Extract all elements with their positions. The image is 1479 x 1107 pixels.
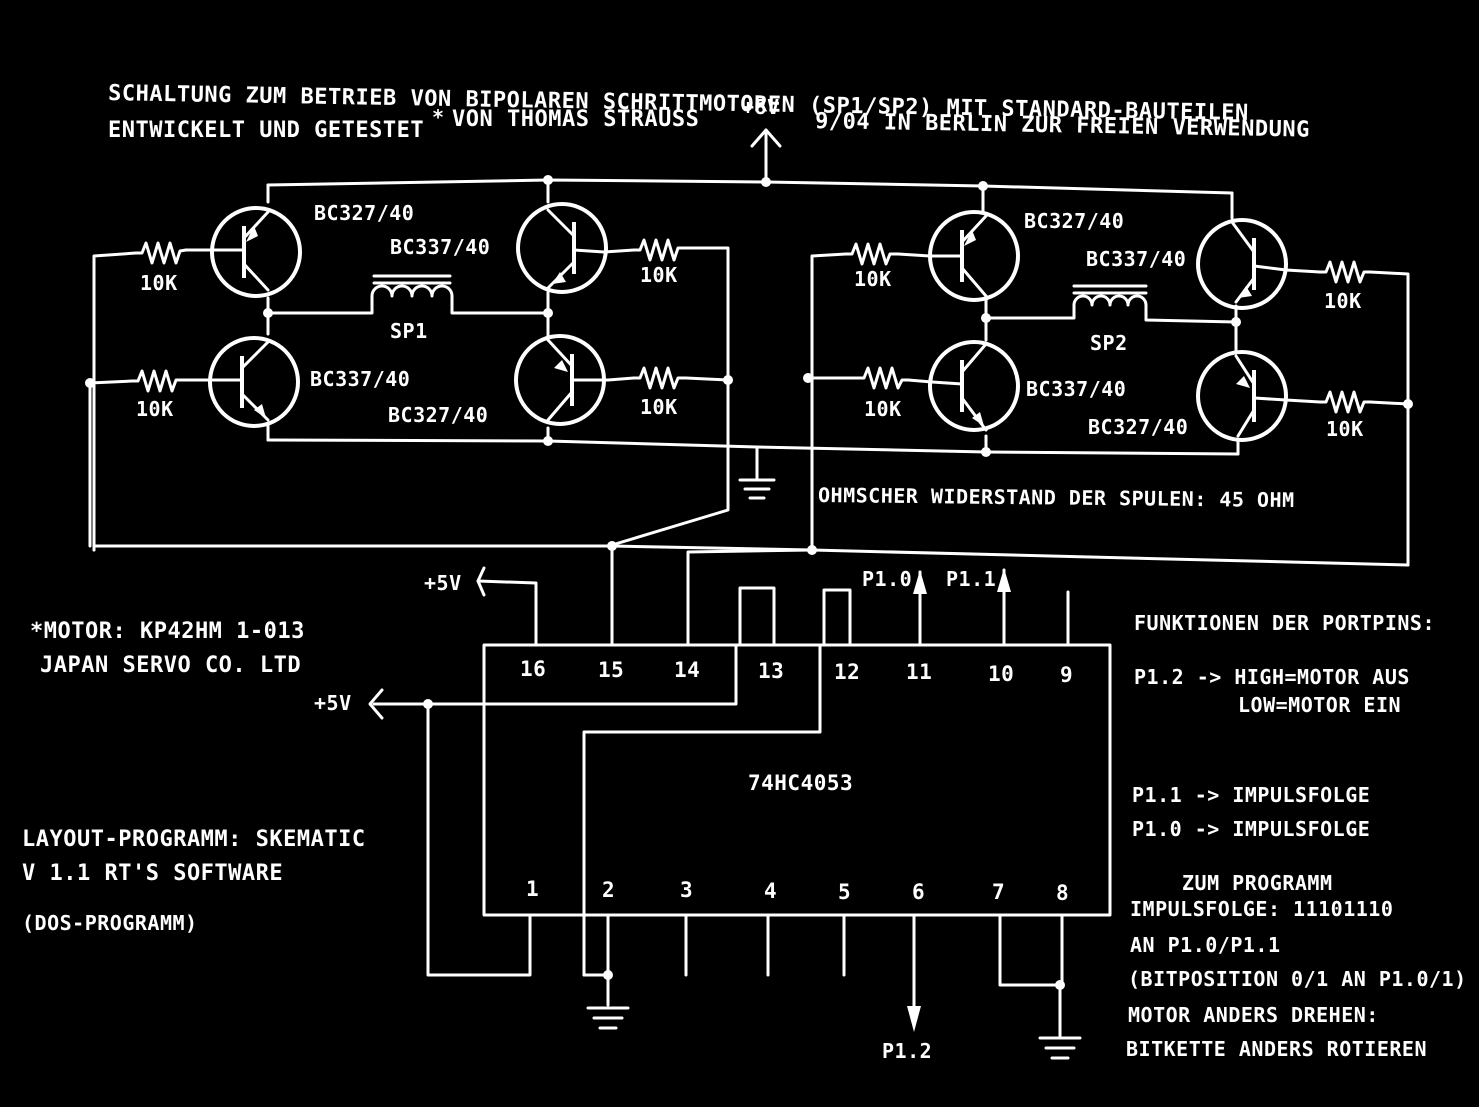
- ic-pin-7: 7: [992, 880, 1005, 904]
- ground-symbol-top: [738, 478, 776, 500]
- program-ports: AN P1.0/P1.1: [1130, 933, 1281, 957]
- header-author-name: VON THOMAS STRAUSS: [452, 107, 699, 132]
- motor-maker: JAPAN SERVO CO. LTD: [40, 653, 301, 678]
- ic-pin-3: 3: [680, 878, 693, 902]
- ic-pin-16: 16: [520, 657, 546, 681]
- ic-pin-9: 9: [1060, 663, 1073, 687]
- ic-pin-10: 10: [988, 662, 1014, 686]
- ground-symbol-left: [586, 1006, 630, 1030]
- coil-resistance-note: OHMSCHER WIDERSTAND DER SPULEN: 45 OHM: [818, 483, 1295, 512]
- label-r1: 10K: [140, 271, 178, 295]
- ic-pin-8: 8: [1056, 881, 1069, 905]
- functions-title: FUNKTIONEN DER PORTPINS:: [1134, 611, 1435, 635]
- supply-8v-label: +8V: [742, 95, 780, 119]
- label-r4: 10K: [640, 395, 678, 419]
- ic-pin-14: 14: [674, 658, 700, 682]
- transistor-q6: [1196, 218, 1288, 310]
- ic-pin-15: 15: [598, 658, 624, 682]
- label-r5: 10K: [854, 267, 892, 291]
- ic-name: 74HC4053: [748, 771, 853, 795]
- program-sequence: IMPULSFOLGE: 11101110: [1130, 897, 1393, 921]
- ic-pin-13: 13: [758, 659, 784, 683]
- resistor-r3: [130, 369, 184, 393]
- label-q2: BC337/40: [390, 235, 490, 259]
- label-r8: 10K: [1326, 417, 1364, 441]
- program-reverse: MOTOR ANDERS DREHEN:: [1128, 1003, 1379, 1027]
- resistor-r7: [856, 366, 910, 390]
- program-bitposition: (BITPOSITION 0/1 AN P1.0/1): [1128, 967, 1467, 991]
- label-q3: BC337/40: [310, 367, 410, 391]
- transistor-q4: [514, 334, 610, 426]
- resistor-r2: [632, 238, 688, 262]
- program-rotate: BITKETTE ANDERS ROTIEREN: [1126, 1037, 1427, 1061]
- label-q6: BC337/40: [1086, 247, 1186, 271]
- function-p11: P1.1 -> IMPULSFOLGE: [1132, 783, 1370, 807]
- junction-dots: [85, 175, 1413, 990]
- ic-pin-5: 5: [838, 880, 851, 904]
- supply-8v-arrow: [750, 128, 782, 184]
- transistor-q2: [516, 202, 608, 294]
- ic-74hc4053-body: [482, 643, 1112, 917]
- transistor-q1: [210, 206, 302, 298]
- port-p11-label: P1.1: [946, 567, 996, 591]
- function-p12-a: P1.2 -> HIGH=MOTOR AUS: [1134, 665, 1410, 689]
- transistor-q7: [928, 340, 1020, 432]
- layout-dos: (DOS-PROGRAMM): [22, 911, 198, 935]
- circuit-wiring: [88, 178, 1410, 1038]
- label-r6: 10K: [1324, 289, 1362, 313]
- transistor-q8: [1196, 350, 1288, 442]
- supply-5v-label-a: +5V: [424, 571, 462, 595]
- layout-version: V 1.1 RT'S SOFTWARE: [22, 861, 283, 886]
- transistor-q5: [928, 210, 1020, 302]
- ground-symbol-right: [1038, 1036, 1082, 1060]
- header-star: *: [432, 105, 445, 129]
- ic-pin-12: 12: [834, 660, 860, 684]
- header-author: ENTWICKELT UND GETESTET: [108, 118, 424, 143]
- resistor-r6: [1318, 260, 1372, 284]
- port-p10-label: P1.0: [862, 567, 912, 591]
- resistor-r5: [844, 242, 900, 266]
- resistor-r1: [134, 241, 188, 265]
- ic-pin-6: 6: [912, 880, 925, 904]
- ic-pin-4: 4: [764, 879, 777, 903]
- resistor-r4: [632, 366, 688, 390]
- label-r3: 10K: [136, 397, 174, 421]
- motor-model: *MOTOR: KP42HM 1-013: [30, 619, 305, 644]
- port-p12-label: P1.2: [882, 1039, 932, 1063]
- label-q8: BC327/40: [1088, 415, 1188, 439]
- resistor-r8: [1318, 390, 1372, 414]
- transistor-q3: [208, 336, 300, 428]
- port-p12-arrow: [907, 1006, 921, 1032]
- port-p11-arrow: [997, 568, 1011, 598]
- label-q1: BC327/40: [314, 201, 414, 225]
- ic-pin-11: 11: [906, 660, 932, 684]
- label-q5: BC327/40: [1024, 209, 1124, 233]
- label-r2: 10K: [640, 263, 678, 287]
- coil-sp2: [1072, 284, 1148, 307]
- ic-pin-2: 2: [602, 878, 615, 902]
- label-r7: 10K: [864, 397, 902, 421]
- supply-5v-label-b: +5V: [314, 691, 352, 715]
- port-p10-arrow: [913, 570, 927, 600]
- function-p10: P1.0 -> IMPULSFOLGE: [1132, 817, 1370, 841]
- label-q4: BC327/40: [388, 403, 488, 427]
- label-sp2: SP2: [1090, 331, 1128, 355]
- coil-sp1: [370, 274, 454, 298]
- program-title: ZUM PROGRAMM: [1182, 871, 1333, 895]
- label-sp1: SP1: [390, 319, 428, 343]
- label-q7: BC337/40: [1026, 377, 1126, 401]
- layout-program: LAYOUT-PROGRAMM: SKEMATIC: [22, 827, 366, 852]
- ic-pin-1: 1: [526, 877, 539, 901]
- function-p12-b: LOW=MOTOR EIN: [1238, 693, 1401, 717]
